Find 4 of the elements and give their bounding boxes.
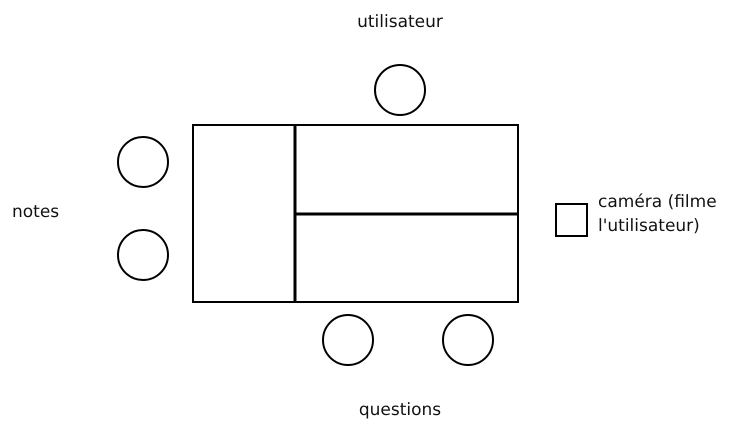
seat-label: utilisateur xyxy=(356,11,444,34)
camera-label: caméra (filme l'utilisateur) xyxy=(598,191,718,238)
seat-label: questions xyxy=(358,399,442,422)
seat-label: notes xyxy=(12,201,60,224)
